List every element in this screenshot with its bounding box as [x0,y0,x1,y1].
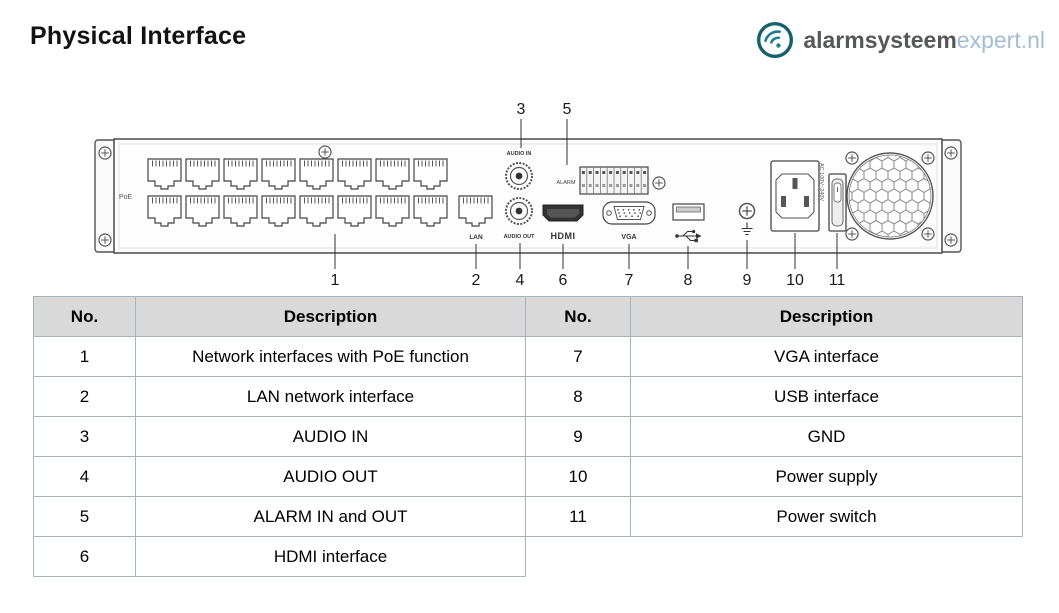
cell-description: GND [630,416,1023,457]
audio-in-connector: AUDIO IN [505,151,533,190]
hdmi-label: HDMI [551,231,576,241]
brand-logo: alarmsysteemexpert.nl [755,20,1045,60]
table-header: Description [630,296,1023,337]
table-header: Description [135,296,526,337]
poe-port-block: PoE [119,158,448,227]
cell-description: Power supply [630,456,1023,497]
table-row: 5 ALARM IN and OUT 11 Power switch [33,496,1023,537]
cell-no: 6 [33,536,136,577]
callout-7: 7 [625,272,634,289]
panel-screw-icon [652,176,666,190]
vga-label: VGA [621,234,636,241]
fan-screw-icon [845,227,859,241]
ground-icon [741,222,753,236]
callout-4: 4 [516,272,525,289]
callout-3: 3 [517,101,526,118]
power-inlet: AC 100V~240V [770,160,824,232]
brand-name-bold: alarmsysteem [803,26,957,53]
callout-numbers: 3 5 1 2 4 6 7 8 9 10 11 [331,101,846,289]
wifi-logo-icon [757,22,794,58]
power-switch [828,173,847,232]
table-row: 3 AUDIO IN 9 GND [33,416,1023,457]
fan-screw-icon [921,227,935,241]
fan-screw-icon [921,151,935,165]
callout-lines [334,119,838,269]
brand-name-light: expert.nl [956,26,1045,53]
cell-description: Power switch [630,496,1023,537]
table-row: 4 AUDIO OUT 10 Power supply [33,456,1023,497]
ac-rating-label: AC 100V~240V [818,163,824,201]
cell-description: VGA interface [630,336,1023,377]
cell-no: 5 [33,496,136,537]
table-row: 1 Network interfaces with PoE function 7… [33,336,1023,377]
audio-out-connector: AUDIO OUT [504,197,536,240]
callout-1: 1 [331,272,340,289]
fan-screw-icon [845,151,859,165]
cell-no: 10 [525,456,631,497]
lan-label: LAN [469,234,483,241]
rear-panel-diagram: PoE LAN AUDIO IN AUDIO OUT ALARM [0,98,1059,290]
mount-screw-icon [944,146,958,160]
callout-8: 8 [684,272,693,289]
brand-name: alarmsysteemexpert.nl [803,27,1045,54]
table-header-row: No. Description No. Description [33,296,1023,337]
page-title: Physical Interface [30,22,247,50]
poe-label: PoE [119,194,133,201]
mount-screw-icon [98,146,112,160]
cell-description: AUDIO IN [135,416,526,457]
cell-no: 1 [33,336,136,377]
callout-11: 11 [829,272,846,289]
cell-no: 8 [525,376,631,417]
gnd-screw [738,202,756,236]
audio-out-label: AUDIO OUT [504,234,536,240]
fan-grille [845,151,935,241]
alarm-terminal: ALARM [557,166,649,195]
callout-6: 6 [559,272,568,289]
panel-screw-icon [318,145,332,159]
usb-port [672,203,705,243]
cell-no: 11 [525,496,631,537]
callout-5: 5 [563,101,572,118]
table-row: 2 LAN network interface 8 USB interface [33,376,1023,417]
cell-no: 7 [525,336,631,377]
cell-no: 2 [33,376,136,417]
hdmi-port: HDMI [542,204,584,241]
cell-no: 4 [33,456,136,497]
cell-description: USB interface [630,376,1023,417]
callout-10: 10 [786,272,804,289]
usb-icon [675,229,702,243]
table-row: 6 HDMI interface [33,536,1023,577]
cell-no: 9 [525,416,631,457]
table-header: No. [33,296,136,337]
cell-description: Network interfaces with PoE function [135,336,526,377]
table-header: No. [525,296,631,337]
alarm-label: ALARM [557,180,576,186]
cell-description: HDMI interface [135,536,526,577]
interface-table: No. Description No. Description 1 Networ… [33,296,1023,577]
mount-screw-icon [944,233,958,247]
audio-in-label: AUDIO IN [507,151,532,157]
vga-port: VGA [602,201,656,241]
cell-description: AUDIO OUT [135,456,526,497]
empty-cell [525,536,631,577]
cell-description: LAN network interface [135,376,526,417]
callout-9: 9 [743,272,752,289]
mount-screw-icon [98,233,112,247]
cell-no: 3 [33,416,136,457]
callout-2: 2 [472,272,481,289]
cell-description: ALARM IN and OUT [135,496,526,537]
empty-cell [630,536,1023,577]
lan-port: LAN [458,195,493,241]
